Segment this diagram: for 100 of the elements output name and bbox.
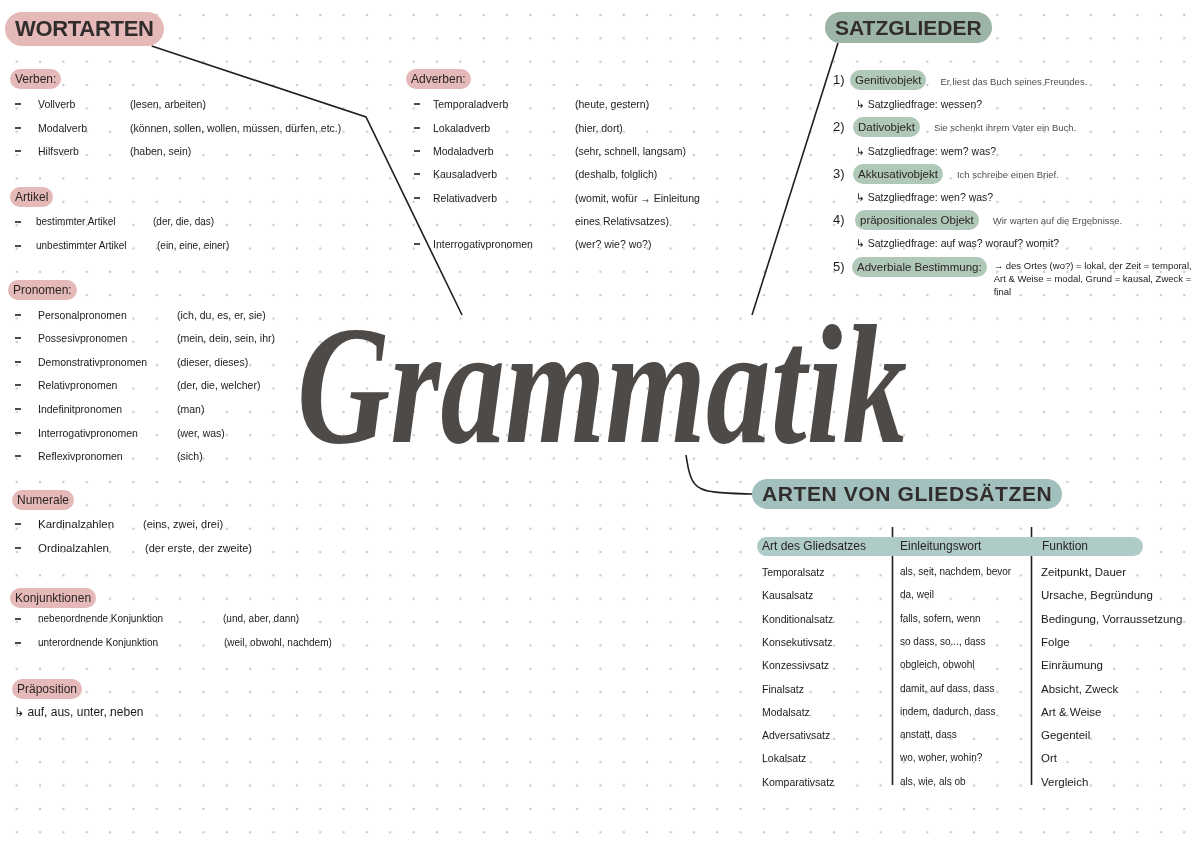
category-label: Genitivobjekt <box>850 70 927 90</box>
example-words: (lesen, arbeiten) <box>130 97 206 111</box>
grammar-term: nebenordnende Konjunktion <box>38 612 164 626</box>
connector-line <box>751 42 839 316</box>
heading-banner: WORTARTEN <box>5 12 164 46</box>
grammar-term: Relativpronomen <box>38 378 118 392</box>
example-sentence: Sie schenkt ihrem Vater ein Buch. <box>933 121 1077 135</box>
clause-function: Absicht, Zweck <box>1041 681 1119 696</box>
category-label: Dativobjekt <box>853 117 920 137</box>
category-label: Präposition <box>12 679 83 699</box>
grammar-term: Kausaladverb <box>433 167 498 181</box>
introductory-words: damit, auf dass, dass <box>900 681 995 696</box>
example-words: (der erste, der zweite) <box>145 541 252 555</box>
item-number: 3) <box>833 166 845 182</box>
example-words: (und, aber, dann) <box>223 612 300 626</box>
table-header-band <box>757 537 1143 556</box>
grammar-term: Reflexivpronomen <box>38 449 123 463</box>
example-words: (sehr, schnell, langsam) <box>575 144 686 158</box>
question-note: ↳ Satzgliedfrage: wen? was? <box>856 190 994 204</box>
clause-type: Konsekutivsatz <box>762 634 833 649</box>
grammar-term: Modaladverb <box>433 144 494 158</box>
grammar-term: Demonstrativpronomen <box>38 355 148 369</box>
introductory-words: da, weil <box>900 588 934 603</box>
example-words: (können, sollen, wollen, müssen, dürfen, etc.) <box>130 121 342 135</box>
item-number: 1) <box>833 72 845 88</box>
example-sentence: Wir warten auf die Ergebnisse. <box>992 214 1123 228</box>
category-label: Konjunktionen <box>10 588 97 608</box>
example-words: (mein, dein, sein, ihr) <box>177 331 276 345</box>
category-label: Akkusativobjekt <box>853 164 943 184</box>
category-label: Numerale <box>12 490 75 510</box>
category-label: Artikel <box>10 187 54 207</box>
adverbial-note: → des Ortes (wo?) = lokal, der Zeit = temporal, Art & Weise = modal, Grund = kausal, Zweck = final <box>993 259 1193 298</box>
example-words: (wer, was) <box>177 426 225 440</box>
clause-type: Modalsatz <box>762 704 810 719</box>
introductory-words: obgleich, obwohl <box>900 658 975 673</box>
question-note: ↳ Satzgliedfrage: wem? was? <box>856 144 997 158</box>
example-words: (hier, dort) <box>575 121 623 135</box>
clause-type: Komparativsatz <box>762 774 835 789</box>
grammar-term: Personalpronomen <box>38 308 127 322</box>
clause-function: Art & Weise <box>1041 704 1102 719</box>
clause-type: Konditionalsatz <box>762 611 834 626</box>
category-label: Verben: <box>10 69 62 89</box>
clause-type: Konzessivsatz <box>762 658 830 673</box>
clause-type: Lokalsatz <box>762 751 807 766</box>
clause-type: Finalsatz <box>762 681 804 696</box>
example-words: (heute, gestern) <box>575 97 650 111</box>
example-words: (der, die, welcher) <box>177 378 261 392</box>
clause-function: Einräumung <box>1041 658 1103 673</box>
example-words: (sich) <box>177 449 203 463</box>
connector-line <box>150 45 463 316</box>
clause-type: Adversativsatz <box>762 728 831 743</box>
introductory-words: indem, dadurch, dass <box>900 704 996 719</box>
item-number: 2) <box>833 119 845 135</box>
example-words: (womit, wofür → Einleitung eines Relativsatzes) <box>575 190 701 229</box>
grammar-term: Kardinalzahlen <box>38 517 115 531</box>
column-header: Funktion <box>1042 538 1089 555</box>
main-title: Grammatik <box>297 315 907 455</box>
question-note: ↳ Satzgliedfrage: auf was? worauf? womit? <box>856 236 1060 250</box>
introductory-words: als, wie, als ob <box>900 774 966 789</box>
introductory-words: als, seit, nachdem, bevor <box>900 565 1012 579</box>
column-header: Art des Gliedsatzes <box>762 538 867 555</box>
example-words: (dieser, dieses) <box>177 355 249 369</box>
grammar-term: Possesivpronomen <box>38 331 128 345</box>
clause-type: Kausalsatz <box>762 588 814 603</box>
example-words: (eins, zwei, drei) <box>143 517 224 531</box>
heading-banner: ARTEN VON GLIEDSÄTZEN <box>752 479 1063 509</box>
introductory-words: falls, sofern, wenn <box>900 611 981 626</box>
introductory-words: so dass, so..., dass <box>900 634 986 649</box>
grammar-term: Ordinalzahlen <box>38 541 109 555</box>
example-words: (wer? wie? wo?) <box>575 237 652 251</box>
clause-function: Gegenteil <box>1041 728 1091 743</box>
grammar-term: Vollverb <box>38 97 76 111</box>
clause-function: Ort <box>1041 751 1057 766</box>
grammar-term: Lokaladverb <box>433 121 491 135</box>
clause-function: Bedingung, Vorraussetzung <box>1041 611 1183 626</box>
item-number: 5) <box>833 259 845 275</box>
grammar-term: Modalverb <box>38 121 88 135</box>
example-words: (der, die, das) <box>153 215 215 229</box>
grammar-term: Interrogativpronomen <box>38 426 138 440</box>
category-label: Pronomen: <box>8 280 77 300</box>
example-sentence: Er liest das Buch seines Freundes. <box>940 75 1088 89</box>
clause-function: Zeitpunkt, Dauer <box>1041 565 1126 579</box>
category-label: Adverbiale Bestimmung: <box>852 257 987 277</box>
example-words: (weil, obwohl, nachdem) <box>224 636 332 650</box>
example-words: (ich, du, es, er, sie) <box>177 308 266 322</box>
clause-function: Vergleich <box>1041 774 1089 789</box>
example-words: (deshalb, folglich) <box>575 167 658 181</box>
grammar-term: Interrogativpronomen <box>433 237 533 251</box>
grammar-term: Hilfsverb <box>38 144 79 158</box>
item-number: 4) <box>833 212 845 228</box>
connector-line <box>685 454 753 495</box>
grammar-term: unterordnende Konjunktion <box>38 636 159 650</box>
category-label: präpositionales Objekt <box>855 210 979 230</box>
introductory-words: anstatt, dass <box>900 728 957 743</box>
heading-banner: SATZGLIEDER <box>825 12 992 43</box>
introductory-words: wo, woher, wohin? <box>900 751 983 766</box>
example-words: (man) <box>177 402 205 416</box>
clause-function: Ursache, Begründung <box>1041 588 1153 603</box>
grammar-term: Relativadverb <box>433 191 498 205</box>
grammar-term: Temporaladverb <box>433 97 509 111</box>
